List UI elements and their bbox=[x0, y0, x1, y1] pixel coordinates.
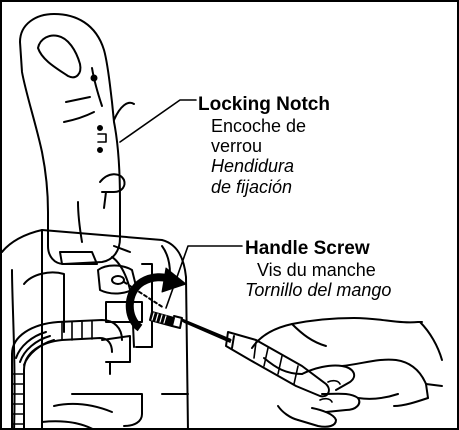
screwdriver bbox=[182, 320, 329, 396]
locking-notch-label-fr-line1: Encoche de bbox=[211, 116, 358, 136]
locking-notch-label-en: Locking Notch bbox=[198, 94, 358, 116]
hose bbox=[12, 320, 122, 430]
hand bbox=[252, 318, 442, 427]
locking-notch-label-es-line2: de fijación bbox=[211, 177, 358, 198]
locking-notch-label-es-line1: Hendidura bbox=[211, 156, 358, 177]
locking-notch-leader bbox=[120, 100, 196, 142]
locking-notch-callout: Locking Notch Encoche de verrou Hendidur… bbox=[198, 94, 358, 198]
handle-screw-callout: Handle Screw Vis du manche Tornillo del … bbox=[245, 238, 459, 301]
handle-screw-leader bbox=[166, 246, 242, 308]
handle-screw-label-es: Tornillo del mango bbox=[245, 280, 459, 301]
handle-screw bbox=[150, 312, 182, 328]
handle-screw-label-en: Handle Screw bbox=[245, 238, 459, 260]
locking-notch-label-fr-line2: verrou bbox=[211, 136, 358, 156]
handle-screw-label-fr: Vis du manche bbox=[257, 260, 459, 280]
handle bbox=[20, 14, 134, 264]
